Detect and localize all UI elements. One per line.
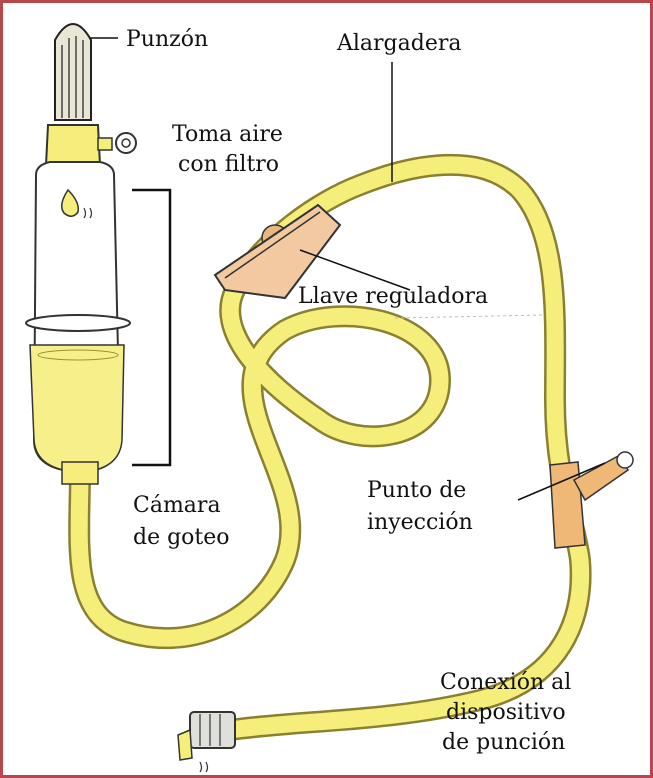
luer-connector-icon	[177, 711, 236, 773]
drip-chamber-icon	[25, 161, 131, 485]
label-punzon: Punzón	[126, 27, 209, 52]
label-camara-goteo: Cámara de goteo	[133, 493, 230, 550]
chamber-bracket	[132, 188, 172, 467]
label-conexion: Conexión al dispositivo de punción	[440, 670, 572, 755]
punto-leader	[517, 462, 606, 501]
label-llave-reguladora: Llave reguladora	[298, 284, 489, 309]
llave-leader	[299, 249, 411, 291]
spike-icon	[44, 23, 102, 166]
label-punto-inyeccion: Punto de inyección	[367, 478, 473, 535]
label-alargadera: Alargadera	[337, 31, 462, 56]
air-vent-icon	[97, 132, 137, 154]
llave-dotted-guide	[394, 314, 546, 319]
roller-clamp-icon	[213, 203, 342, 300]
label-toma-aire: Toma aire con filtro	[172, 122, 283, 177]
injection-port-icon	[549, 451, 634, 549]
